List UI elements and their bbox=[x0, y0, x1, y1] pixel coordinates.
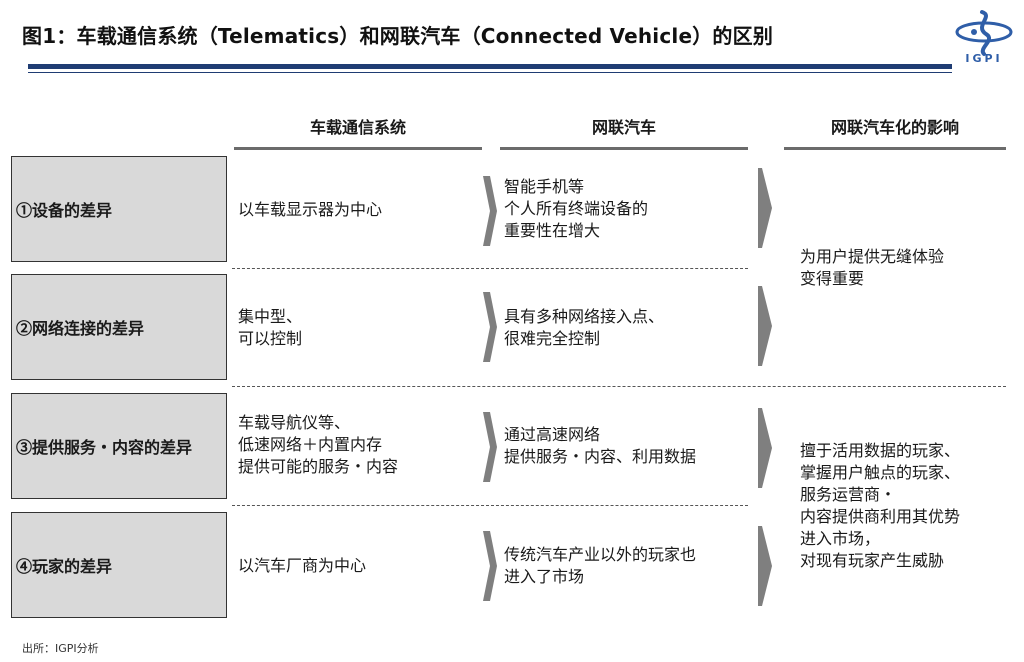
chevron-right-icon bbox=[758, 168, 772, 248]
column-bar-impact bbox=[784, 147, 1006, 150]
chevron-right-icon bbox=[758, 408, 772, 488]
cell-connected-network: 具有多种网络接入点、 很难完全控制 bbox=[504, 307, 665, 348]
page-title: 图1：车载通信系统（Telematics）和网联汽车（Connected Veh… bbox=[22, 24, 774, 48]
cell-impact-2: 擅于活用数据的玩家、 掌握用户触点的玩家、 服务运营商・ 内容提供商利用其优势 … bbox=[800, 441, 961, 570]
chevron-right-icon bbox=[483, 531, 497, 601]
chevron-right-icon bbox=[758, 286, 772, 366]
chevron-right-icon bbox=[483, 412, 497, 482]
row-divider-3 bbox=[232, 505, 748, 506]
row-label-service: ③提供服务・内容的差异 bbox=[11, 393, 227, 499]
row-label-player: ④玩家的差异 bbox=[11, 512, 227, 618]
header-rule bbox=[28, 64, 952, 69]
column-header-impact: 网联汽车化的影响 bbox=[830, 118, 959, 137]
igpi-logo-icon bbox=[955, 10, 1013, 56]
column-bar-connected bbox=[500, 147, 748, 150]
row-divider-2 bbox=[232, 386, 1006, 387]
chevron-right-icon bbox=[483, 176, 497, 246]
chevron-right-icon bbox=[758, 526, 772, 606]
cell-telematics-player: 以汽车厂商为中心 bbox=[238, 556, 367, 575]
cell-telematics-device: 以车载显示器为中心 bbox=[238, 200, 383, 219]
chevron-right-icon bbox=[483, 292, 497, 362]
column-header-telematics: 车载通信系统 bbox=[309, 118, 406, 137]
cell-telematics-network: 集中型、 可以控制 bbox=[238, 307, 303, 348]
column-bar-telematics bbox=[234, 147, 482, 150]
cell-connected-service: 通过高速网络 提供服务・内容、利用数据 bbox=[504, 425, 697, 466]
cell-connected-player: 传统汽车产业以外的玩家也 进入了市场 bbox=[504, 545, 697, 586]
source-note: 出所：IGPI分析 bbox=[22, 642, 99, 655]
cell-connected-device: 智能手机等 个人所有终端设备的 重要性在增大 bbox=[504, 177, 649, 240]
row-label-network: ②网络连接的差异 bbox=[11, 274, 227, 380]
logo-text: IGPI bbox=[965, 52, 1003, 65]
cell-telematics-service: 车载导航仪等、 低速网络＋内置内存 提供可能的服务・内容 bbox=[238, 413, 399, 476]
row-label-device: ①设备的差异 bbox=[11, 156, 227, 262]
row-divider-1 bbox=[232, 268, 748, 269]
column-header-connected: 网联汽车 bbox=[591, 118, 656, 137]
header-rule-thin bbox=[28, 72, 952, 73]
cell-impact-1: 为用户提供无缝体验 变得重要 bbox=[800, 247, 945, 288]
